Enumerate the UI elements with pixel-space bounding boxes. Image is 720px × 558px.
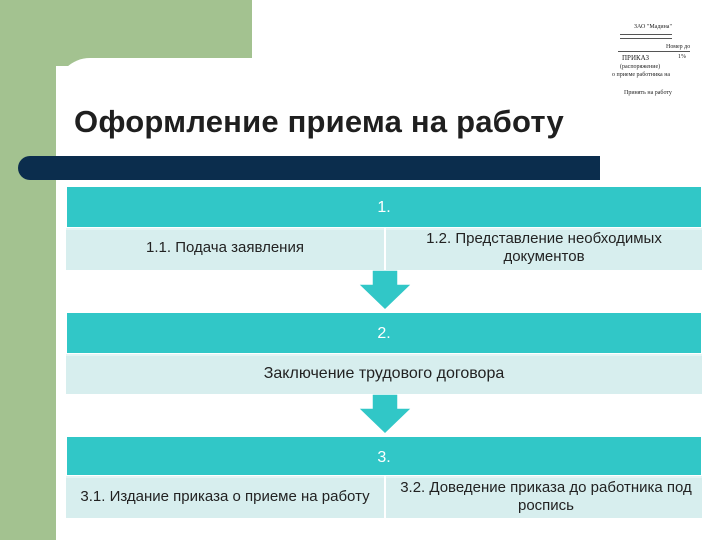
doc-line-number: Номер до	[666, 44, 691, 50]
stage-2: 2. Заключение трудового договора	[66, 312, 702, 394]
doc-line-order: ПРИКАЗ	[622, 54, 650, 62]
top-decor-panel	[56, 0, 252, 66]
order-document-thumbnail: ЗАО "Мадина" Номер до ПРИКАЗ 1% (распоря…	[608, 24, 692, 104]
doc-line-company: ЗАО "Мадина"	[634, 24, 672, 30]
stage-3-number: 3.	[377, 449, 391, 466]
down-arrow-icon	[356, 270, 414, 312]
stage-3-item-1: 3.1. Издание приказа о приеме на работу	[80, 488, 370, 505]
doc-line-percent: 1%	[678, 54, 686, 60]
stage-1-item-2: 1.2. Представление необходимых документо…	[426, 230, 662, 265]
doc-rule	[620, 34, 672, 35]
stage-1-header	[66, 186, 702, 228]
stage-1-item-1: 1.1. Подача заявления	[146, 239, 304, 256]
stage-2-item-1: Заключение трудового договора	[263, 365, 505, 382]
stage-1-divider	[384, 228, 386, 270]
stage-2-number: 2.	[377, 325, 391, 342]
stage-3: 3. 3.1. Издание приказа о приеме на рабо…	[66, 436, 702, 518]
side-decor-panel	[0, 0, 56, 540]
stage-1-number: 1.	[377, 199, 391, 216]
stage-3-header	[66, 436, 702, 476]
stage-3-divider	[384, 476, 386, 518]
stage-1: 1. 1.1. Подача заявления 1.2. Представле…	[66, 186, 702, 270]
stage-3-item-2: 3.2. Доведение приказа до работника под …	[400, 479, 692, 514]
doc-rule	[618, 51, 690, 52]
doc-rule	[620, 38, 672, 39]
doc-line-subject: о приеме работника на	[612, 72, 671, 78]
slide-title: Оформление приема на работу	[74, 104, 564, 139]
stage-2-header	[66, 312, 702, 354]
doc-line-disposition: (распоряжение)	[620, 64, 661, 70]
down-arrow-icon	[356, 394, 414, 436]
title-underline-bar	[18, 156, 600, 180]
doc-line-hire: Принять на работу	[624, 90, 672, 96]
